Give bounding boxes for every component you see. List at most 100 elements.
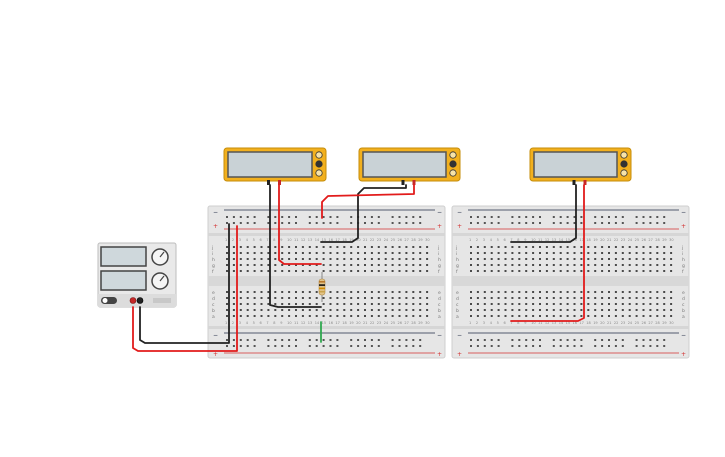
hole bbox=[322, 264, 325, 266]
rail-hole bbox=[483, 339, 486, 341]
hole bbox=[322, 252, 325, 254]
hole bbox=[357, 252, 360, 254]
hole bbox=[350, 291, 353, 293]
hole bbox=[470, 252, 472, 254]
hole bbox=[232, 264, 235, 266]
hole bbox=[483, 297, 486, 299]
hole bbox=[253, 264, 256, 266]
hole bbox=[384, 246, 387, 248]
column-number: 6 bbox=[260, 321, 262, 325]
hole bbox=[614, 270, 617, 272]
mode-button[interactable] bbox=[315, 151, 323, 159]
wire-meter3-black[interactable] bbox=[510, 184, 577, 243]
negative-terminal[interactable] bbox=[136, 297, 144, 304]
hole bbox=[405, 258, 408, 260]
rail-hole bbox=[476, 339, 479, 341]
power-switch-knob bbox=[102, 298, 108, 303]
resistor[interactable] bbox=[318, 272, 326, 302]
row-label: c bbox=[438, 303, 441, 308]
mode-button[interactable] bbox=[449, 160, 457, 168]
hole bbox=[343, 309, 346, 311]
mode-button[interactable] bbox=[315, 160, 323, 168]
hole bbox=[260, 315, 263, 317]
wire-meter2-red[interactable] bbox=[321, 184, 415, 219]
rail-hole bbox=[329, 339, 332, 341]
row-label: h bbox=[212, 257, 215, 263]
row-label: h bbox=[682, 257, 685, 263]
rail-hole bbox=[532, 345, 535, 347]
mode-button[interactable] bbox=[620, 169, 628, 177]
hole bbox=[635, 315, 638, 317]
hole bbox=[301, 258, 304, 260]
hole bbox=[483, 309, 486, 311]
hole bbox=[601, 258, 604, 260]
wire-meter1-black[interactable] bbox=[269, 184, 322, 308]
wire-meter1-red[interactable] bbox=[278, 184, 322, 265]
mode-button[interactable] bbox=[449, 151, 457, 159]
multimeter[interactable] bbox=[358, 147, 461, 185]
hole bbox=[288, 303, 291, 305]
hole bbox=[573, 297, 576, 299]
column-number: 22 bbox=[614, 238, 618, 242]
hole bbox=[412, 291, 415, 293]
hole bbox=[274, 246, 277, 248]
hole bbox=[511, 297, 514, 299]
hole bbox=[370, 315, 373, 317]
rail-hole bbox=[274, 216, 277, 218]
hole bbox=[539, 246, 541, 248]
hole bbox=[301, 309, 304, 311]
rail-hole bbox=[398, 222, 401, 224]
rail-hole bbox=[573, 222, 576, 224]
hole bbox=[343, 264, 346, 266]
column-number: 1 bbox=[469, 238, 471, 242]
hole bbox=[525, 309, 528, 311]
rail-hole bbox=[649, 339, 652, 341]
rail-hole bbox=[246, 216, 249, 218]
hole bbox=[642, 309, 645, 311]
hole bbox=[621, 315, 624, 317]
multimeter[interactable] bbox=[223, 147, 327, 185]
column-number: 21 bbox=[363, 321, 367, 325]
hole bbox=[511, 303, 514, 305]
hole bbox=[281, 264, 284, 266]
hole bbox=[518, 264, 521, 266]
mode-button[interactable] bbox=[449, 169, 457, 177]
hole bbox=[281, 258, 284, 260]
multimeter[interactable] bbox=[529, 147, 632, 185]
hole bbox=[288, 315, 291, 317]
mode-button[interactable] bbox=[620, 160, 628, 168]
wire-psu-negative[interactable] bbox=[139, 223, 230, 344]
rail-hole bbox=[566, 339, 569, 341]
rail-divider bbox=[208, 326, 445, 329]
hole bbox=[295, 264, 297, 266]
wire-meter3-red[interactable] bbox=[510, 184, 585, 322]
hole bbox=[504, 246, 507, 248]
rail-hole bbox=[539, 339, 541, 341]
mode-button[interactable] bbox=[315, 169, 323, 177]
wire-psu-positive[interactable] bbox=[132, 225, 238, 352]
row-label: b bbox=[438, 308, 441, 314]
positive-terminal[interactable] bbox=[129, 297, 137, 304]
rail-hole bbox=[649, 345, 652, 347]
hole bbox=[504, 270, 507, 272]
hole bbox=[642, 297, 645, 299]
rail-hole bbox=[364, 216, 366, 218]
rail-hole bbox=[398, 216, 401, 218]
wire-meter2-black[interactable] bbox=[320, 184, 407, 243]
rail-symbol: + bbox=[213, 351, 218, 358]
mode-button[interactable] bbox=[620, 151, 628, 159]
rail-hole bbox=[350, 216, 353, 218]
column-number: 17 bbox=[335, 321, 339, 325]
power-supply[interactable] bbox=[97, 242, 177, 308]
rail-hole bbox=[608, 216, 610, 218]
hole bbox=[370, 252, 373, 254]
hole bbox=[545, 270, 548, 272]
rail-hole bbox=[315, 216, 318, 218]
rail-hole bbox=[295, 216, 297, 218]
hole bbox=[635, 246, 638, 248]
row-label: g bbox=[682, 264, 685, 269]
hole bbox=[545, 303, 548, 305]
